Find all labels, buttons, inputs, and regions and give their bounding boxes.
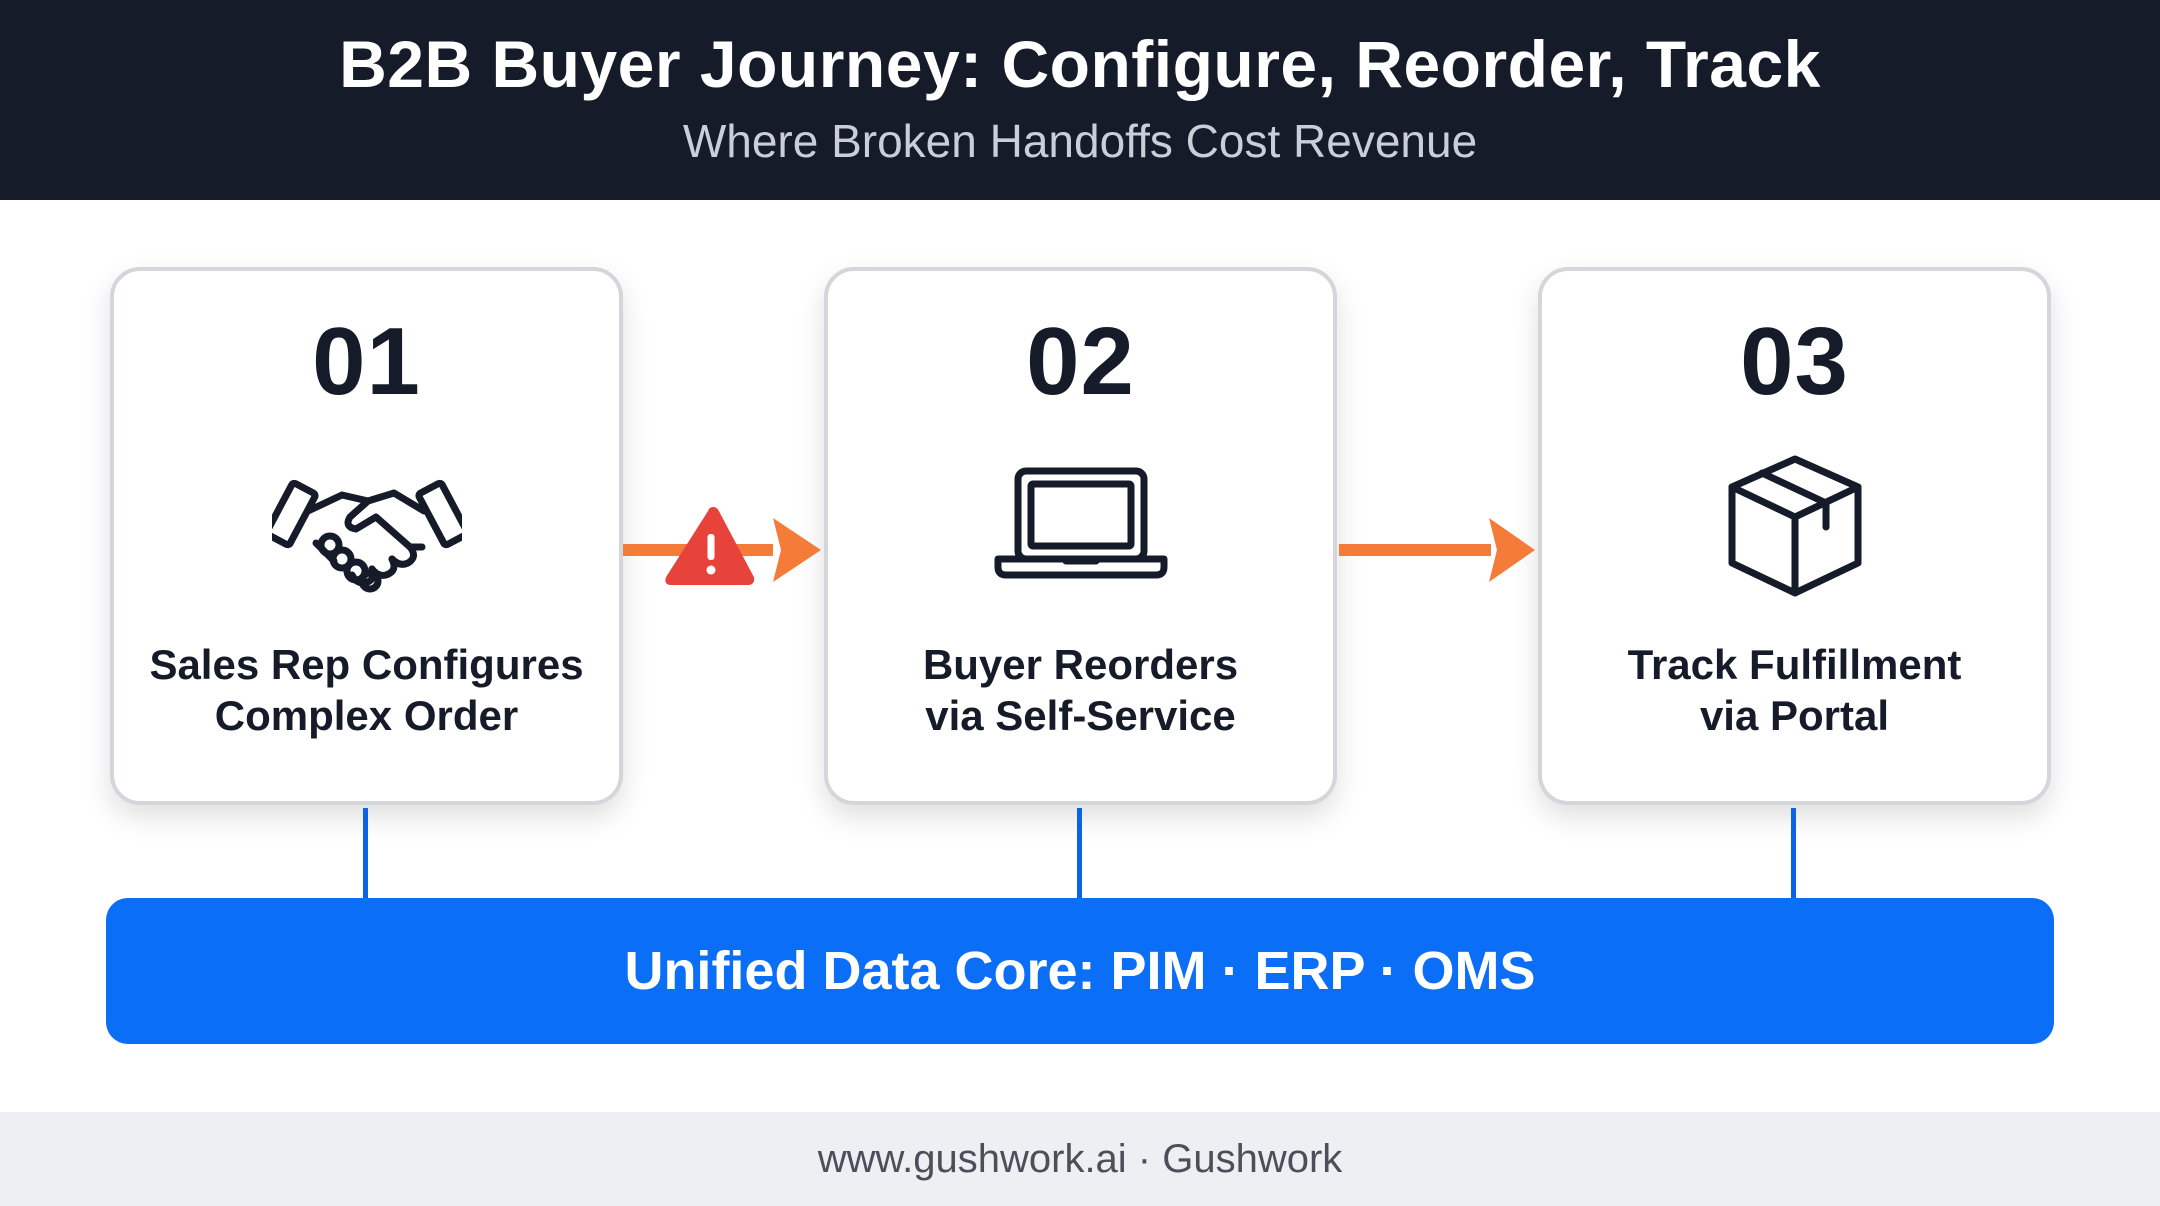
connector-line-02 — [1077, 808, 1082, 898]
step-label: Sales Rep Configures Complex Order — [124, 639, 609, 741]
step-label: Track Fulfillment via Portal — [1552, 639, 2037, 741]
footer-text: www.gushwork.ai · Gushwork — [817, 1137, 1343, 1181]
step-number: 02 — [1026, 308, 1135, 415]
step-number: 03 — [1740, 308, 1849, 415]
laptop-icon — [994, 467, 1167, 579]
step-label-line-2: via Portal — [1699, 692, 1890, 739]
connector-line-03 — [1791, 808, 1796, 898]
connector-line-01 — [363, 808, 368, 898]
header-banner: B2B Buyer Journey: Configure, Reorder, T… — [0, 0, 2160, 200]
step-card-03: 03 Track Fulfillment via Portal — [1538, 267, 2051, 805]
step-card-02: 02 Buyer Reorders via Self-Service — [824, 267, 1337, 805]
arrow-head — [773, 518, 821, 582]
footer: www.gushwork.ai · Gushwork — [0, 1112, 2160, 1206]
step-label: Buyer Reorders via Self-Service — [838, 639, 1323, 741]
step-label-line-2: Complex Order — [214, 692, 519, 739]
step-label-line-2: via Self-Service — [925, 692, 1236, 739]
page-title: B2B Buyer Journey: Configure, Reorder, T… — [339, 27, 1821, 101]
flow-arrow-02-to-03 — [1339, 518, 1535, 582]
handshake-icon — [271, 479, 462, 593]
package-box-icon — [1728, 455, 1861, 597]
warning-triangle-icon — [665, 507, 755, 585]
flow-arrow-01-to-02 — [623, 507, 821, 585]
step-label-line-1: Buyer Reorders — [922, 641, 1239, 688]
arrow-head — [1489, 518, 1535, 582]
step-label-line-1: Track Fulfillment — [1627, 641, 1962, 688]
page-subtitle: Where Broken Handoffs Cost Revenue — [682, 115, 1478, 167]
arrow-shaft — [1339, 544, 1491, 556]
step-number: 01 — [312, 308, 421, 415]
step-label-line-1: Sales Rep Configures — [149, 641, 584, 688]
unified-data-core-bar: Unified Data Core: PIM · ERP · OMS — [106, 898, 2054, 1044]
step-card-01: 01 Sales Rep Configures Complex Order — [110, 267, 623, 805]
